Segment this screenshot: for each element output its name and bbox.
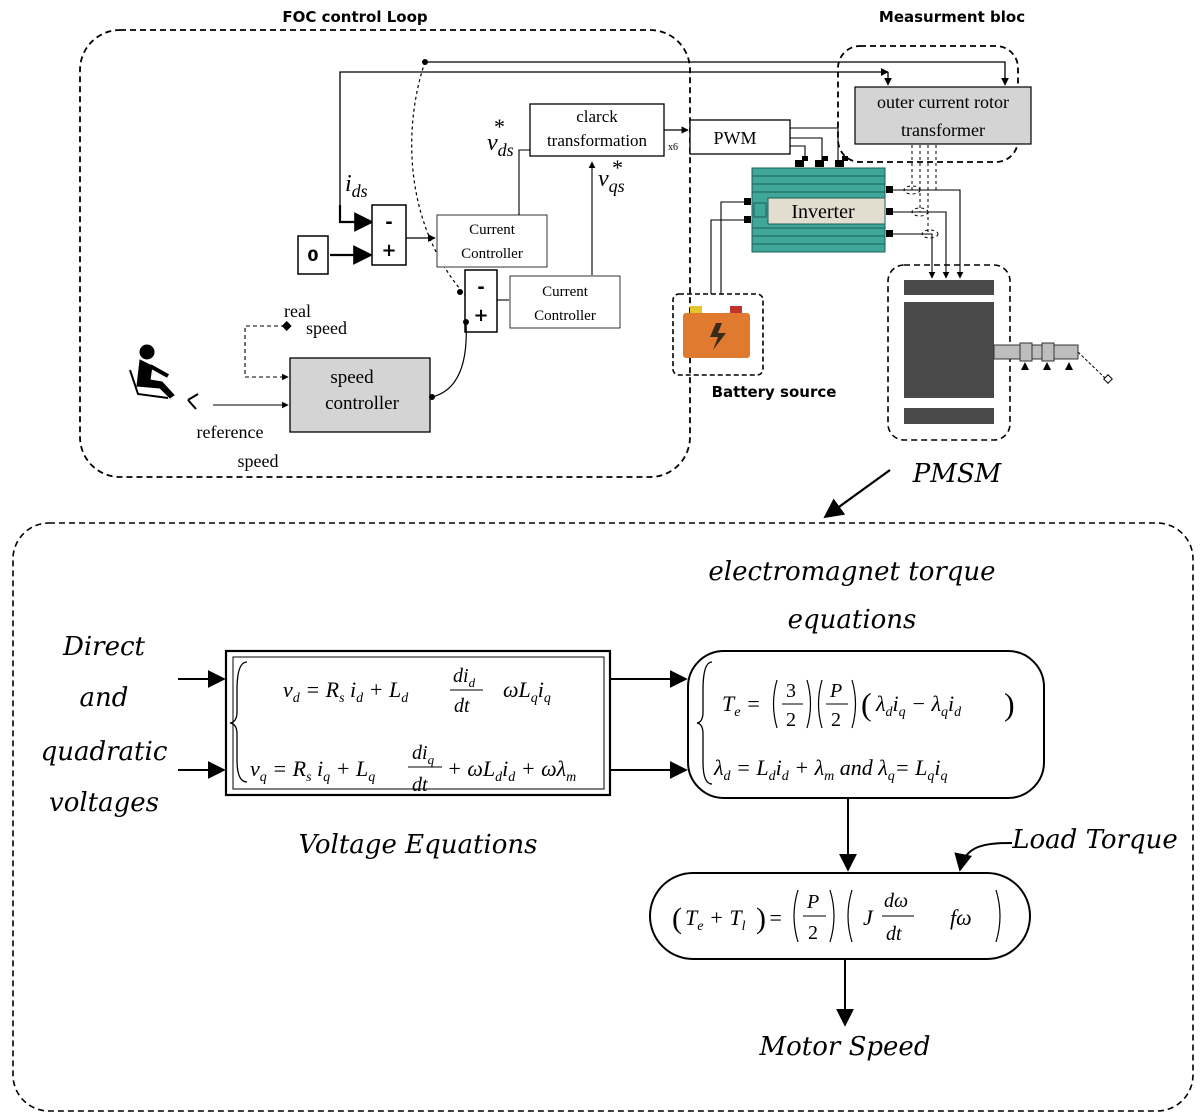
voltage-equations-box (224, 649, 612, 797)
input-label-direct: Direct (62, 632, 146, 662)
reference-speed-label-1: reference (197, 422, 264, 442)
svg-text:2: 2 (831, 709, 841, 731)
voltage-equation-vd: vd = Rs id + Ld did dt ωLqiq (283, 665, 551, 717)
sum2-minus: - (477, 277, 484, 298)
vds-label: vds (487, 130, 514, 160)
svg-text:J: J (863, 905, 874, 930)
svg-text:): ) (756, 902, 766, 935)
battery-title: Battery source (712, 383, 837, 401)
driver-icon (129, 344, 199, 410)
load-torque-label: Load Torque (1011, 825, 1178, 855)
speed-controller-label-2: controller (325, 393, 400, 414)
svg-text:P: P (806, 891, 819, 913)
measurement-bloc-border (837, 45, 1019, 163)
svg-text:Te + Tl: Te + Tl (685, 905, 746, 934)
sum2-plus: + (473, 305, 488, 326)
outer-current-rotor-transformer-block (854, 86, 1032, 145)
input-label-and: and (80, 683, 129, 713)
sum1-minus: - (385, 212, 392, 233)
reference-speed-label-2: speed (238, 451, 279, 471)
inverter-label: Inverter (791, 201, 855, 223)
vds-star: * (494, 114, 505, 139)
mechanical-equation-box (649, 872, 1031, 960)
real-speed-label-2: speed (306, 318, 347, 338)
svg-text:): ) (1004, 686, 1015, 722)
input-label-voltages: voltages (49, 788, 159, 818)
outer-transformer-label-1: outer current rotor (877, 92, 1009, 112)
real-speed-label-1: real (284, 301, 311, 321)
svg-text:dω: dω (884, 890, 908, 912)
foc-loop-title: FOC control Loop (282, 8, 428, 26)
feedback-wire-top (339, 68, 889, 205)
torque-title-1: electromagnet torque (708, 557, 995, 587)
clarck-label-2: transformation (547, 131, 648, 150)
constant-zero-label: 0 (307, 246, 318, 265)
foc-loop-border (79, 29, 691, 478)
cc2-label-1: Current (542, 284, 589, 300)
pmsm-border (887, 264, 1011, 441)
sum-block-2 (464, 269, 498, 333)
battery-border (672, 293, 764, 376)
outer-transformer-label-2: transformer (901, 120, 985, 140)
svg-text:P: P (829, 680, 842, 702)
svg-text:fω: fω (950, 905, 972, 930)
input-label-quadratic: quadratic (41, 737, 168, 767)
constant-zero-block (297, 235, 329, 275)
svg-text:3: 3 (786, 680, 796, 702)
svg-text:2: 2 (808, 922, 818, 944)
measurement-bloc-title: Measurment bloc (879, 8, 1025, 26)
pwm-block (689, 119, 791, 155)
voltage-equations-title: Voltage Equations (299, 830, 538, 860)
svg-text:ωLqiq: ωLqiq (503, 677, 551, 706)
torque-equation-te: Te = 3 2 P 2 ( λdiq − λqid ) (722, 679, 1015, 731)
ids-label: ids (345, 171, 368, 201)
pwm-label: PWM (713, 128, 756, 148)
svg-text:(: ( (861, 686, 872, 722)
voltage-equation-vq: vq = Rs iq + Lq diq dt + ωLdid + ωλm (250, 742, 576, 796)
battery-icon (683, 306, 750, 358)
sum-block-1 (371, 204, 407, 266)
cc1-label-1: Current (469, 222, 516, 238)
current-controller-2 (509, 275, 621, 329)
current-controller-1 (436, 214, 548, 268)
svg-text:2: 2 (786, 709, 796, 731)
pwm-mux-label: x6 (668, 142, 678, 153)
svg-text:(: ( (672, 902, 682, 935)
cc2-label-2: Controller (534, 308, 596, 324)
vqs-label: vqs (598, 166, 625, 196)
svg-text:Te =: Te = (722, 691, 761, 720)
vqs-star: * (612, 155, 623, 180)
mechanical-equation: ( Te + Tl ) = P 2 J dω dt fω (672, 889, 1001, 945)
svg-text:vd = Rs id + Ld: vd = Rs id + Ld (283, 677, 409, 706)
equations-border (12, 522, 1194, 1112)
clarck-transformation-block (529, 103, 665, 157)
svg-text:dt: dt (412, 774, 428, 796)
speed-controller-label-1: speed (330, 367, 374, 388)
pwm-connectors (795, 156, 848, 167)
svg-text:dt: dt (886, 923, 902, 945)
pmsm-motor-icon (904, 280, 1113, 424)
svg-text:=: = (768, 905, 783, 930)
inverter-block (751, 167, 886, 253)
speed-controller-block (289, 357, 431, 433)
torque-equations-box (687, 650, 1045, 799)
svg-text:dt: dt (454, 695, 470, 717)
pmsm-label: PMSM (912, 459, 1003, 489)
clarck-label-1: clarck (576, 107, 618, 126)
motor-speed-label: Motor Speed (759, 1032, 931, 1062)
sum1-plus: + (381, 240, 396, 261)
cc1-label-2: Controller (461, 246, 523, 262)
torque-title-2: equations (788, 605, 917, 635)
svg-text:vq = Rs iq + Lq: vq = Rs iq + Lq (250, 756, 375, 785)
